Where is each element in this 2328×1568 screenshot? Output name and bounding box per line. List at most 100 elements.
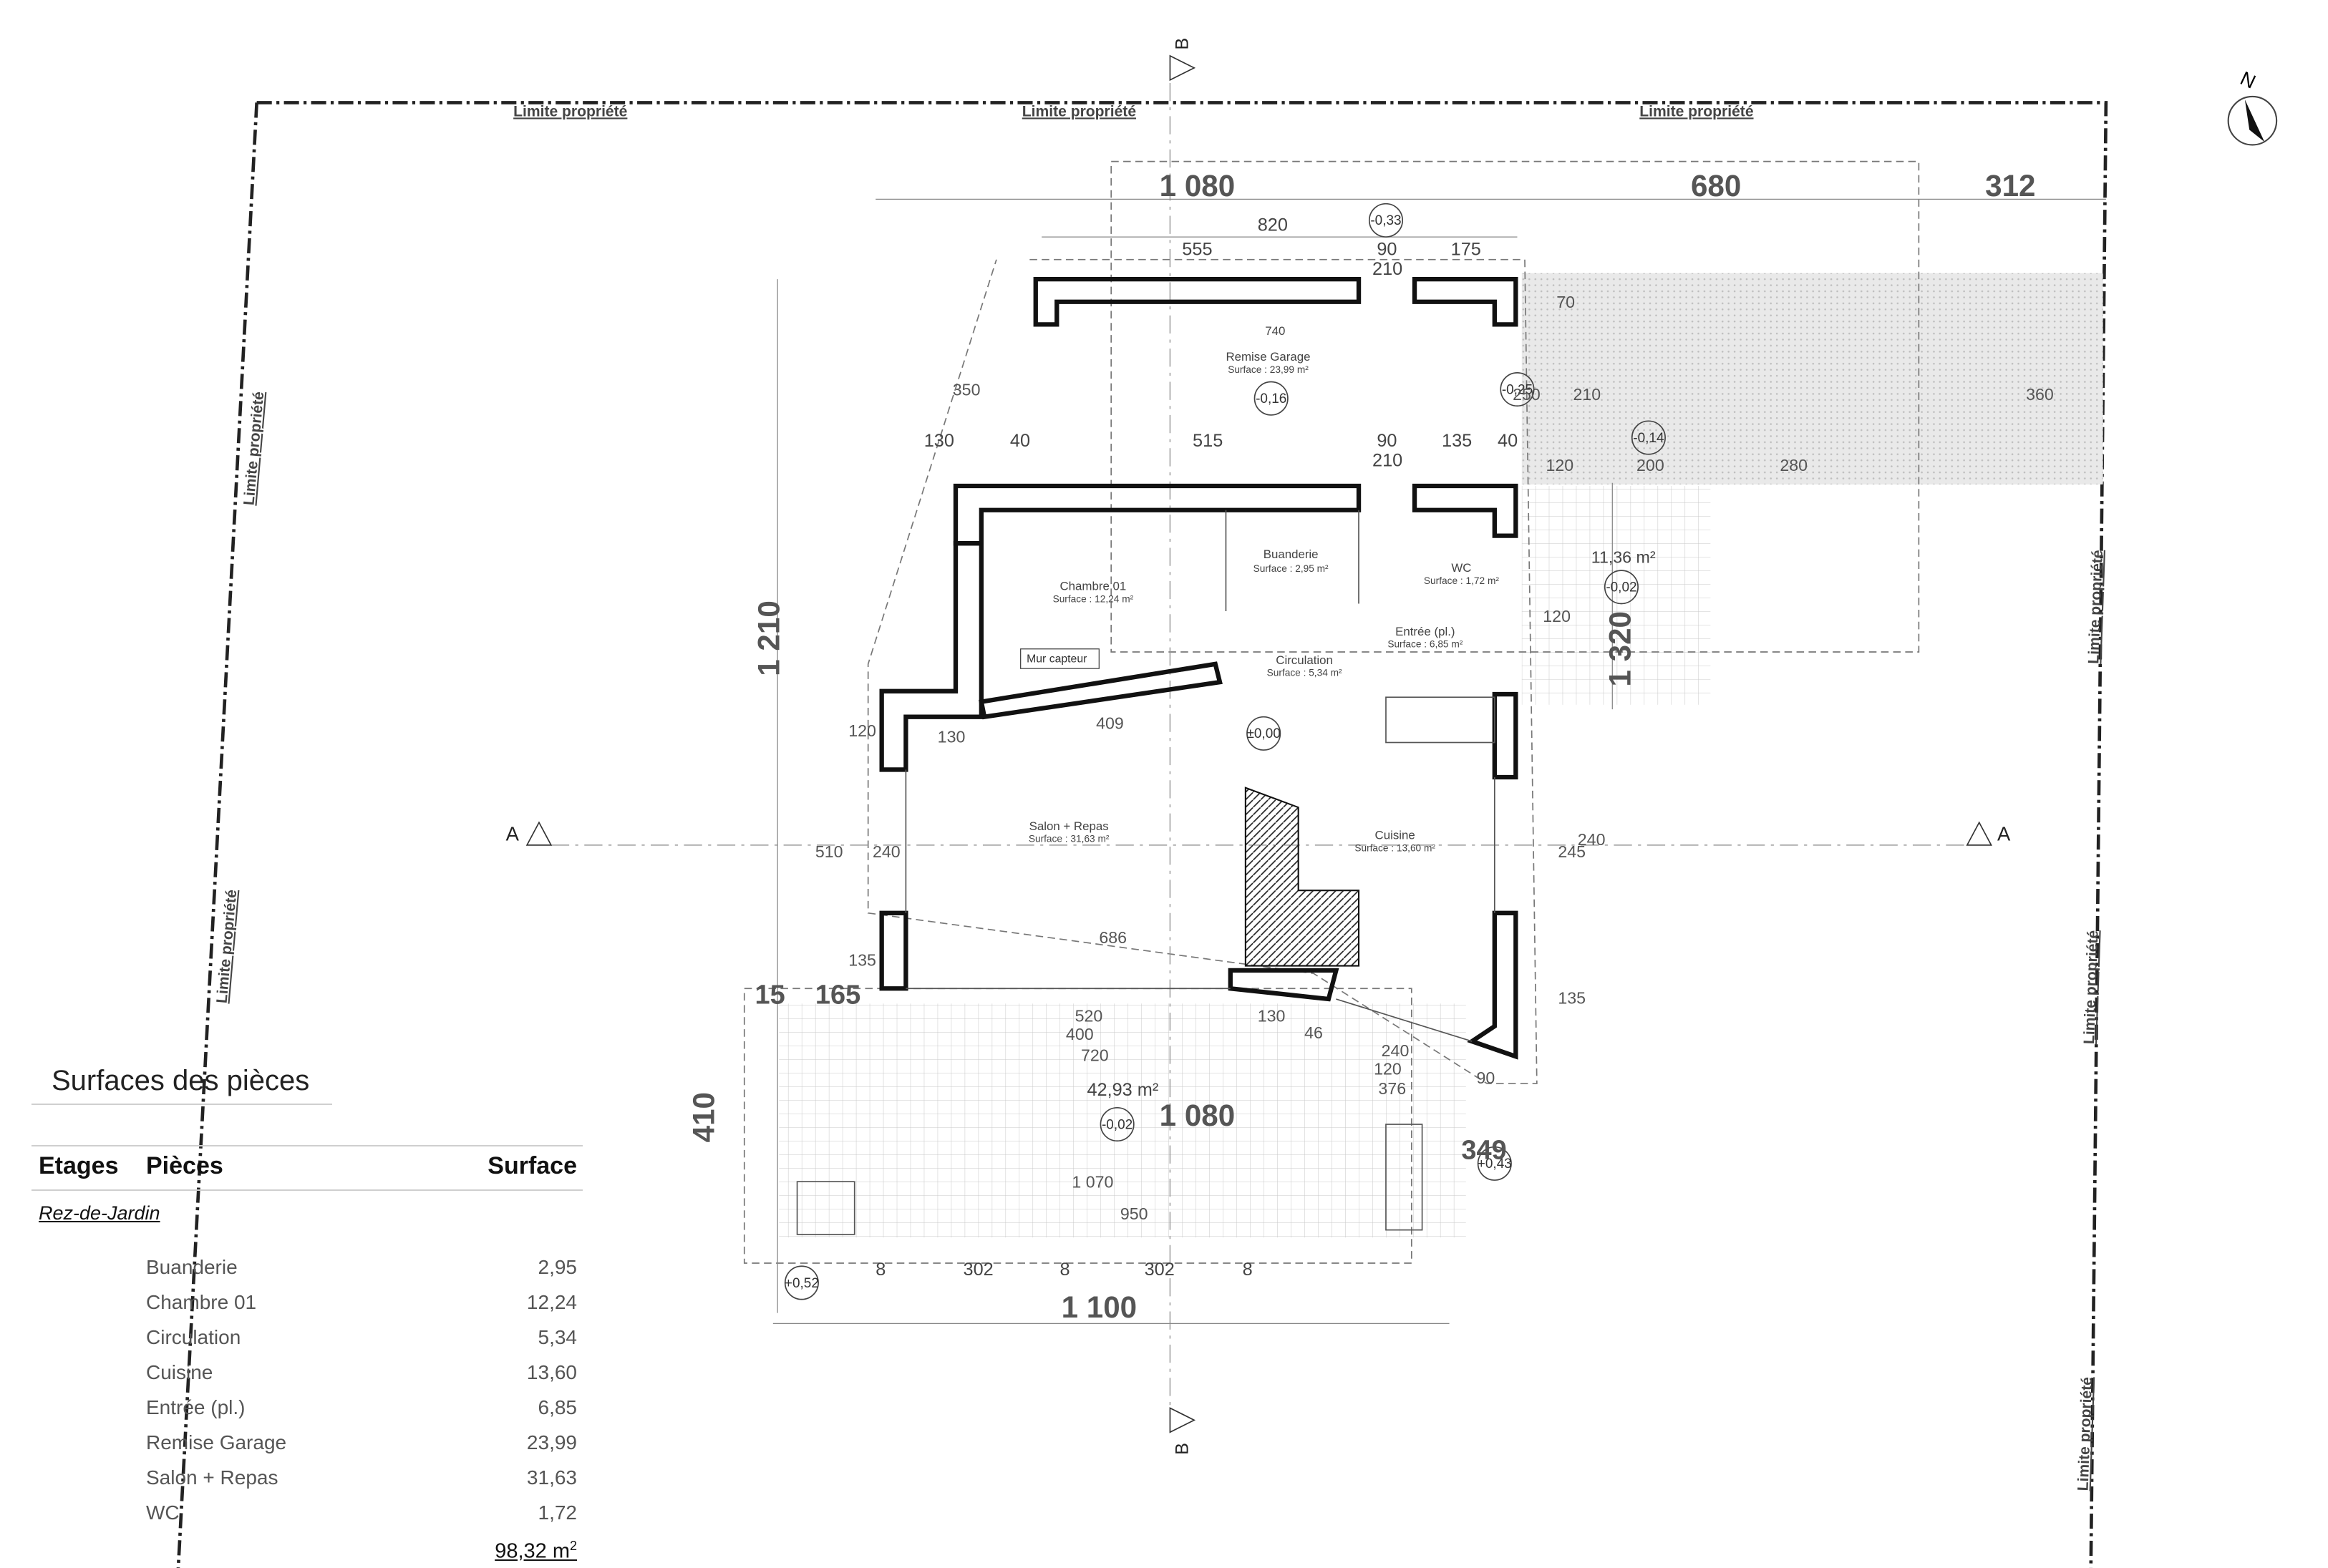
total-unit-sup: 2 — [569, 1539, 577, 1553]
dimension-value: 360 — [2026, 385, 2054, 404]
room-name-garage: Remise Garage — [1226, 350, 1310, 364]
dim-175: 175 — [1451, 239, 1481, 259]
dimension-value: 70 — [1556, 293, 1575, 311]
dim-b-302-1: 302 — [964, 1260, 994, 1280]
limit-label-top-2: Limite propriété — [1022, 103, 1136, 120]
room-name-salon: Salon + Repas — [1029, 819, 1109, 833]
room-surface-circulation: Surface : 5,34 m² — [1267, 668, 1342, 678]
row-room: Entrée (pl.) — [146, 1396, 246, 1418]
dimension-value: 15 — [755, 980, 785, 1010]
dimension-value: 280 — [1780, 456, 1808, 474]
section-b-top: B — [1173, 38, 1193, 50]
dim-130: 130 — [924, 431, 954, 451]
dim-820: 820 — [1258, 215, 1288, 235]
dim-bottom-1100: 1 100 — [1062, 1290, 1138, 1324]
room-surface-garage: Surface : 23,99 m² — [1228, 364, 1309, 375]
dim-b-8-1: 8 — [876, 1260, 886, 1280]
limit-label-top-3: Limite propriété — [1639, 103, 1753, 120]
limit-label-top-1: Limite propriété — [513, 103, 627, 120]
dim-right-1320: 1 320 — [1604, 611, 1637, 687]
table-title: Surfaces des pièces — [52, 1065, 310, 1096]
room-surface-cuisine: Surface : 13,60 m² — [1354, 842, 1435, 853]
dimension-value: 165 — [815, 980, 860, 1010]
dim-terrace-1080: 1 080 — [1160, 1099, 1236, 1132]
mur-capteur-tag: Mur capteur — [1020, 648, 1100, 669]
dim-135: 135 — [1442, 431, 1472, 451]
dim-740: 740 — [1265, 324, 1285, 338]
dim-top-312: 312 — [1985, 169, 2035, 203]
room-name-wc: WC — [1451, 561, 1471, 575]
limit-label-left-1: Limite propriété — [241, 391, 267, 506]
room-name-buanderie: Buanderie — [1264, 547, 1319, 561]
level-label-5: -0,02 — [1606, 580, 1636, 595]
dimension-value: 350 — [953, 380, 981, 399]
room-name-circulation: Circulation — [1276, 653, 1333, 667]
title-rule — [31, 1104, 332, 1105]
room-name-cuisine: Cuisine — [1375, 828, 1415, 842]
dimension-value: 120 — [848, 721, 876, 740]
row-room: Salon + Repas — [146, 1466, 278, 1489]
dimension-lines — [772, 198, 2106, 1325]
total-surface: 98,32 m2 — [495, 1539, 577, 1564]
bottom-dimension-text: 8 302 8 302 8 — [876, 1260, 1253, 1280]
dim-top-680: 680 — [1691, 169, 1741, 203]
header-surface: Surface — [488, 1152, 577, 1179]
row-room: Circulation — [146, 1326, 241, 1348]
level-markers — [784, 203, 1666, 1300]
table-row: Entrée (pl.) 6,85 — [31, 1396, 583, 1431]
patio-grid — [1521, 486, 1711, 705]
dimension-value: 46 — [1304, 1023, 1323, 1042]
level-label-9: +0,52 — [785, 1276, 819, 1291]
section-a-right: A — [1997, 823, 2011, 845]
total-value: 98,32 m — [495, 1539, 570, 1563]
level-label-7: -0,02 — [1102, 1117, 1133, 1132]
row-area: 1,72 — [538, 1501, 578, 1524]
row-room: WC — [146, 1501, 180, 1524]
patio-area-label: 11,36 m² — [1591, 548, 1656, 567]
property-boundary — [176, 101, 2108, 1568]
row-area: 31,63 — [526, 1466, 577, 1489]
level-labels: -0,33 -0,16 -0,25 -0,14 -0,02 ±0,00 -0,0… — [785, 213, 1664, 1291]
table-row: Salon + Repas 31,63 — [31, 1466, 583, 1501]
dimension-value: 520 — [1075, 1007, 1103, 1026]
terrace-area-label: 42,93 m² — [1087, 1080, 1158, 1100]
header-pieces: Pièces — [146, 1152, 223, 1179]
dimension-value: 1 070 — [1072, 1173, 1113, 1192]
dim-40b: 40 — [1010, 431, 1030, 451]
dimension-value: 120 — [1546, 456, 1574, 474]
table-row: Cuisine 13,60 — [31, 1361, 583, 1396]
row-room: Remise Garage — [146, 1431, 287, 1453]
level-label-8: +0,43 — [1478, 1156, 1512, 1172]
room-surface-salon: Surface : 31,63 m² — [1029, 834, 1110, 844]
north-label: N — [2237, 67, 2259, 92]
section-rez-de-jardin: Rez-de-Jardin — [39, 1202, 160, 1224]
room-surface-entree: Surface : 6,85 m² — [1387, 639, 1463, 650]
header-bottom-rule — [31, 1189, 583, 1191]
row-room: Buanderie — [146, 1256, 238, 1278]
dim-b-8-2: 8 — [1059, 1260, 1070, 1280]
limit-label-right-2: Limite propriété — [2081, 930, 2102, 1044]
walls — [879, 276, 1518, 1060]
level-label-4: -0,14 — [1633, 431, 1664, 446]
table-row: Remise Garage 23,99 — [31, 1431, 583, 1466]
dimension-value: 250 — [1513, 385, 1541, 404]
dim-top-1080: 1 080 — [1160, 169, 1236, 203]
table-row: Chambre 01 12,24 — [31, 1291, 583, 1325]
level-label-1: -0,33 — [1370, 213, 1401, 228]
dim-90: 90 — [1377, 239, 1397, 259]
level-label-6: ±0,00 — [1247, 726, 1281, 741]
dimension-value: 120 — [1374, 1059, 1402, 1078]
dimension-value: 135 — [848, 951, 876, 970]
table-row: Circulation 5,34 — [31, 1326, 583, 1360]
dimension-text-large: 1 080 680 312 1 210 1 320 1 100 410 1 08… — [687, 169, 2036, 1324]
room-name-entree: Entrée (pl.) — [1395, 625, 1455, 638]
surfaces-table: Surfaces des pièces Etages Pièces Surfac… — [31, 1059, 583, 1563]
dim-555: 555 — [1182, 239, 1212, 259]
level-label-2: -0,16 — [1256, 391, 1286, 406]
dimension-value: 240 — [873, 842, 901, 861]
dimension-value: 400 — [1066, 1025, 1094, 1043]
room-surface-buanderie: Surface : 2,95 m² — [1253, 563, 1329, 574]
row-area: 2,95 — [538, 1256, 578, 1278]
dimension-value: 376 — [1378, 1079, 1406, 1098]
header-etages: Etages — [39, 1152, 119, 1179]
